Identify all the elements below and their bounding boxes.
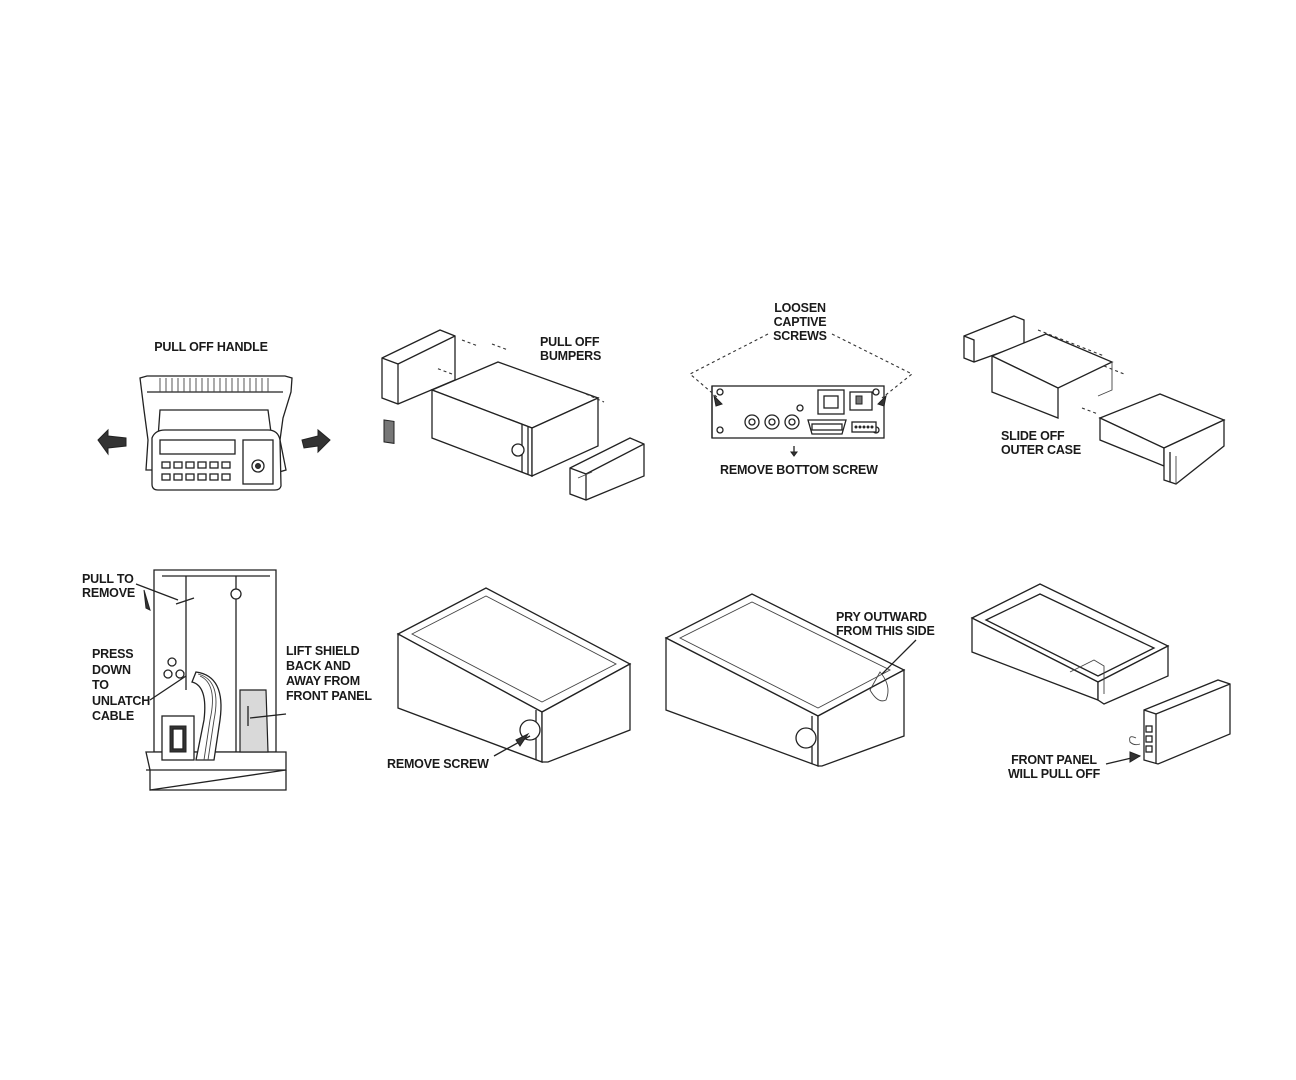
pry-outward-label: PRY OUTWARD FROM THIS SIDE [836, 610, 935, 638]
loosen-captive-screws-label: LOOSEN CAPTIVE SCREWS [752, 301, 848, 343]
internal-top-view-drawing [136, 570, 286, 790]
rear-panel-drawing [690, 334, 912, 438]
pry-outward-line-2: FROM THIS SIDE [836, 624, 935, 638]
press-down-unlatch-line-5: CABLE [92, 709, 150, 725]
pull-off-bumpers-label: PULL OFF BUMPERS [540, 335, 601, 363]
chassis-remove-screw-drawing [398, 588, 630, 762]
left-arrow-icon [98, 430, 126, 454]
loosen-captive-screws-line-2: CAPTIVE [752, 315, 848, 329]
front-panel-pull-off-line-2: WILL PULL OFF [1000, 767, 1108, 781]
press-down-unlatch-line-1: PRESS [92, 647, 150, 663]
loosen-captive-screws-line-1: LOOSEN [752, 301, 848, 315]
pull-to-remove-line-1: PULL TO [82, 572, 135, 586]
remove-screw-label: REMOVE SCREW [387, 757, 489, 771]
lift-shield-line-3: AWAY FROM [286, 674, 372, 689]
slide-off-outer-case-line-1: SLIDE OFF [1001, 429, 1081, 443]
handle-instrument-drawing [140, 376, 292, 490]
press-down-unlatch-line-4: UNLATCH [92, 694, 150, 710]
pull-off-handle-label: PULL OFF HANDLE [140, 340, 282, 354]
bumpers-drawing [382, 330, 644, 500]
pull-off-bumpers-line-1: PULL OFF [540, 335, 601, 349]
remove-bottom-screw-label: REMOVE BOTTOM SCREW [720, 463, 878, 477]
lift-shield-label: LIFT SHIELD BACK AND AWAY FROM FRONT PAN… [286, 644, 372, 704]
front-panel-pull-off-label: FRONT PANEL WILL PULL OFF [1000, 753, 1108, 781]
right-arrow-icon [302, 430, 330, 452]
lift-shield-line-2: BACK AND [286, 659, 372, 674]
lift-shield-line-1: LIFT SHIELD [286, 644, 372, 659]
pry-outward-line-1: PRY OUTWARD [836, 610, 935, 624]
slide-off-case-drawing [964, 316, 1224, 484]
lift-shield-line-4: FRONT PANEL [286, 689, 372, 704]
press-down-unlatch-label: PRESS DOWN TO UNLATCH CABLE [92, 647, 150, 725]
slide-off-outer-case-label: SLIDE OFF OUTER CASE [1001, 429, 1081, 457]
pull-to-remove-label: PULL TO REMOVE [82, 572, 135, 600]
small-down-arrow-icon [791, 446, 797, 456]
front-panel-pull-off-line-1: FRONT PANEL [1000, 753, 1108, 767]
front-panel-off-drawing [972, 584, 1230, 764]
loosen-captive-screws-line-3: SCREWS [752, 329, 848, 343]
press-down-unlatch-line-3: TO [92, 678, 150, 694]
pull-off-bumpers-line-2: BUMPERS [540, 349, 601, 363]
press-down-unlatch-line-2: DOWN [92, 663, 150, 679]
pull-to-remove-line-2: REMOVE [82, 586, 135, 600]
slide-off-outer-case-line-2: OUTER CASE [1001, 443, 1081, 457]
